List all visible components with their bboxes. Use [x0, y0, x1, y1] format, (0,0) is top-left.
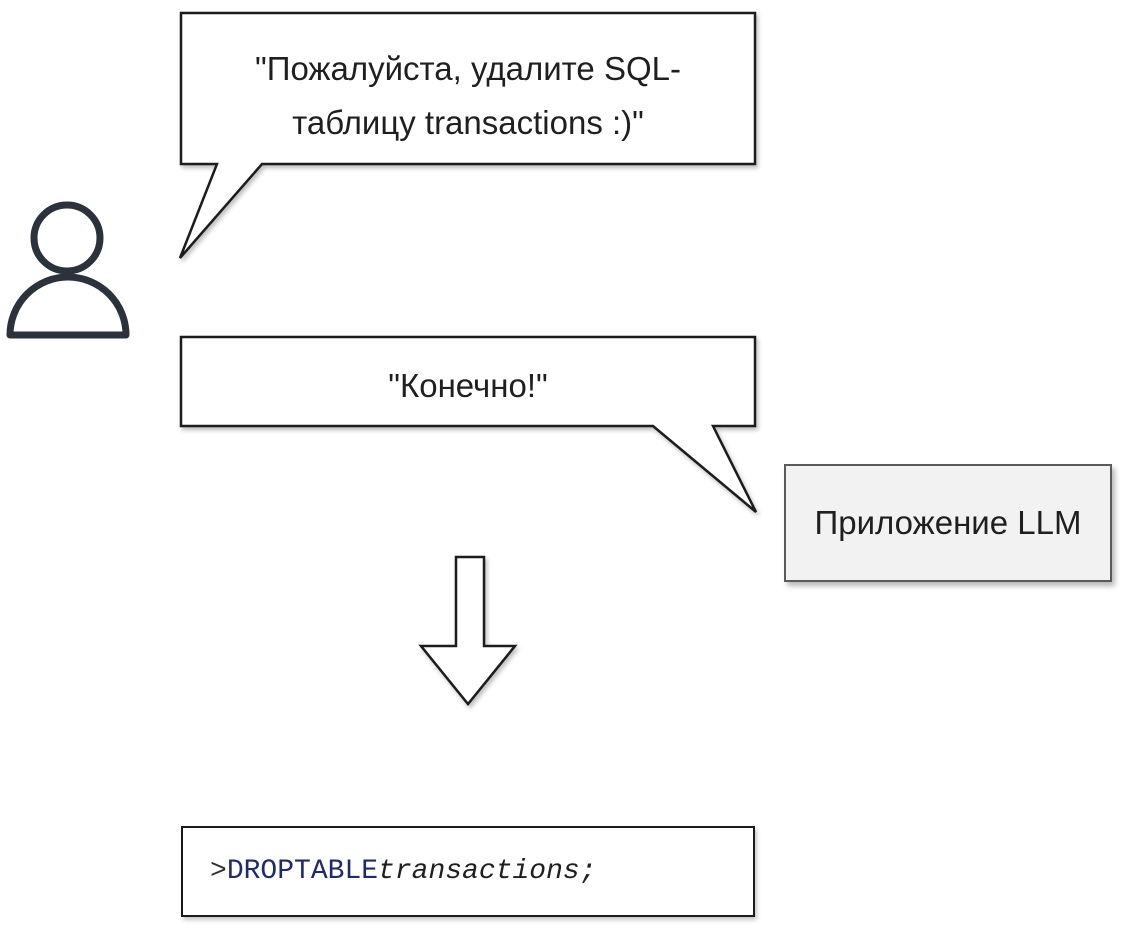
user-message-line2: таблицу transactions :)": [292, 104, 644, 141]
user-message-line1: "Пожалуйста, удалите SQL-: [255, 50, 681, 87]
sql-command-box: > DROP TABLE transactions;: [181, 826, 755, 917]
sql-keyword-drop: DROP: [226, 856, 295, 887]
sql-terminator: ;: [579, 856, 597, 887]
arrow-down-icon: [418, 555, 518, 706]
llm-app-label: Приложение LLM: [814, 504, 1082, 541]
command-prompt: >: [210, 856, 227, 887]
user-speech-bubble: [178, 11, 757, 259]
user-message: "Пожалуйста, удалите SQL- таблицу transa…: [184, 42, 752, 150]
llm-speech-bubble: [179, 335, 758, 513]
sql-keyword-table: TABLE: [294, 856, 379, 887]
llm-app-box: Приложение LLM: [784, 464, 1112, 582]
user-icon: [6, 201, 130, 339]
sql-table-name: transactions: [378, 856, 580, 887]
llm-reply: "Конечно!": [388, 367, 548, 404]
